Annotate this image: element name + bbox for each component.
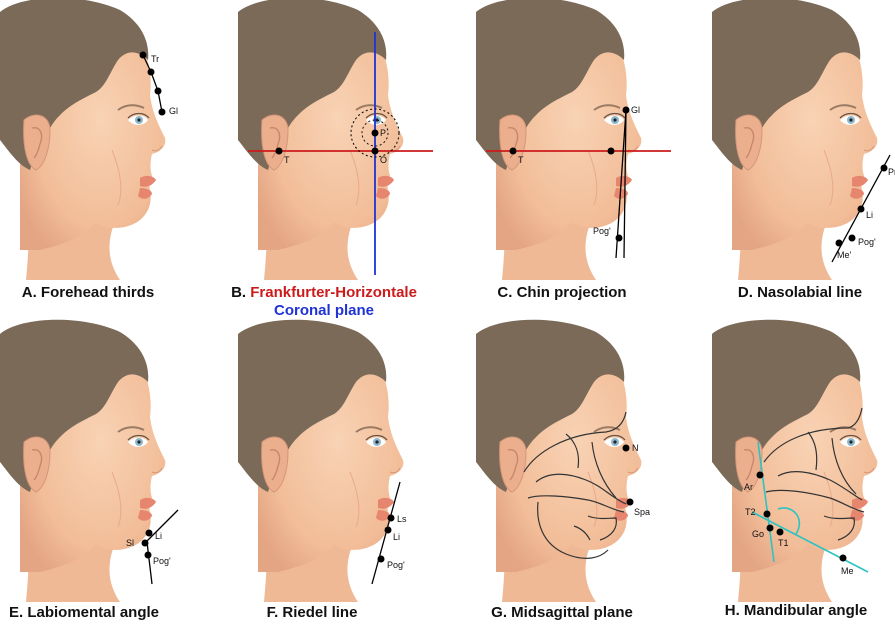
panel-chin-projection: Gl T Pog' [476,0,676,280]
head-diagram: Li Sl Pog' [0,322,200,602]
landmark-label: Me [841,566,854,576]
landmark-point [881,165,888,172]
landmark-point [608,148,615,155]
caption-text: Mandibular angle [744,602,867,619]
landmark-label: Sl [126,538,134,548]
caption-c: C. Chin projection [497,284,626,301]
landmark-label: T1 [778,538,789,548]
landmark-label: Tr [151,54,159,64]
landmark-point [840,555,847,562]
landmark-point [372,130,379,137]
landmark-point [764,511,771,518]
caption-b: B. Frankfurter-Horizontale [231,284,417,301]
landmark-point [627,499,634,506]
caption-h: H. Mandibular angle [725,602,868,619]
caption-text: Midsagittal plane [511,604,633,621]
landmark-label: Gl [169,106,178,116]
caption-letter: H. [725,602,740,619]
landmark-point [849,235,856,242]
head-diagram: P T O [238,0,438,280]
head-diagram: N Spa [476,322,676,602]
caption-f: F. Riedel line [267,604,358,621]
head-diagram: Pr Li Pog' Me' [712,0,895,280]
caption-d: D. Nasolabial line [738,284,862,301]
landmark-point [623,107,630,114]
landmark-label: T [284,155,290,165]
landmark-label: Spa [634,507,650,517]
landmark-point [510,148,517,155]
caption-g: G. Midsagittal plane [491,604,633,621]
caption-letter: G. [491,604,507,621]
caption-letter: E. [9,604,23,621]
caption-text: Riedel line [282,604,357,621]
caption-letter: C. [497,284,512,301]
panel-labiomental-angle: Li Sl Pog' [0,322,200,602]
landmark-point [142,540,149,547]
landmark-label: P [380,128,386,138]
caption-text-blue: Coronal plane [274,302,374,319]
caption-e: E. Labiomental angle [9,604,159,621]
caption-text-red: Frankfurter-Horizontale [250,284,417,301]
landmark-label: Ar [744,482,753,492]
panel-riedel-line: Ls Li Pog' [238,322,438,602]
landmark-point [388,515,395,522]
landmark-point [372,148,379,155]
landmark-label: Pog' [153,556,171,566]
panel-mandibular-angle: Ar T2 Go T1 Me [712,322,895,602]
landmark-label: Pog' [593,226,611,236]
landmark-point [757,472,764,479]
caption-text: Labiomental angle [27,604,159,621]
landmark-label: Gl [631,105,640,115]
panel-nasolabial-line: Pr Li Pog' Me' [712,0,895,280]
landmark-point [777,529,784,536]
landmark-label: Me' [837,250,852,260]
caption-text: Chin projection [517,284,627,301]
landmark-label: Pog' [387,560,405,570]
landmark-label: T2 [745,507,756,517]
landmark-label: T [518,155,524,165]
landmark-label: Pog' [858,237,876,247]
landmark-point [767,525,774,532]
landmark-label: Pr [888,167,895,177]
panel-frankfurt: P T O [238,0,438,280]
landmark-point [276,148,283,155]
caption-letter: A. [22,284,37,301]
panel-midsagittal-plane: N Spa [476,322,676,602]
landmark-point [836,240,843,247]
landmark-point [858,206,865,213]
landmark-point [155,88,162,95]
landmark-label: O [380,155,387,165]
caption-letter: B. [231,284,246,301]
landmark-label: Go [752,529,764,539]
head-diagram: Tr Gl [0,0,200,280]
head-diagram: Ar T2 Go T1 Me [712,322,895,602]
landmark-point [140,52,147,59]
caption-letter: D. [738,284,753,301]
landmark-point [159,109,166,116]
landmark-point [146,530,153,537]
panel-forehead-thirds: Tr Gl [0,0,200,280]
landmark-label: Li [393,532,400,542]
landmark-label: Li [866,210,873,220]
caption-text: Nasolabial line [757,284,862,301]
caption-text: Forehead thirds [41,284,154,301]
landmark-point [145,552,152,559]
landmark-label: N [632,443,639,453]
caption-letter: F. [267,604,279,621]
landmark-label: Ls [397,514,407,524]
head-diagram: Gl T Pog' [476,0,676,280]
head-diagram: Ls Li Pog' [238,322,438,602]
landmark-point [148,69,155,76]
caption-b2: Coronal plane [274,302,374,319]
landmark-point [385,527,392,534]
landmark-label: Li [155,531,162,541]
landmark-point [623,445,630,452]
landmark-point [378,556,385,563]
landmark-point [616,235,623,242]
caption-a: A. Forehead thirds [22,284,155,301]
